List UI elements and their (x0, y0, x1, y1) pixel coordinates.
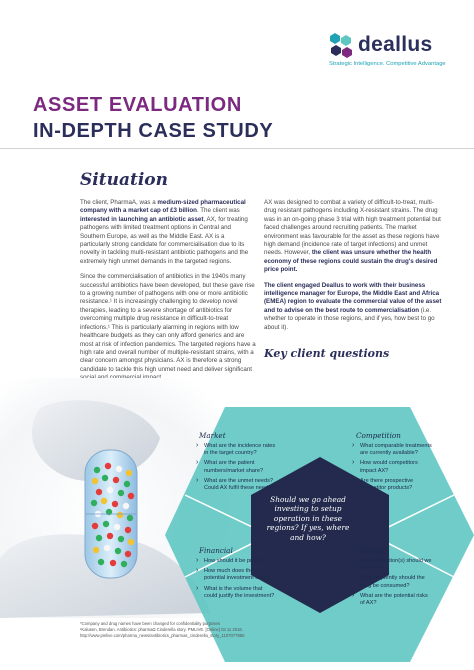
emphasis-text: the client was unsure whether the health… (264, 249, 438, 274)
financial-title: Financial (199, 546, 233, 555)
competition-title: Competition (356, 431, 401, 440)
list-item: What comparable treatments are currently… (352, 442, 432, 457)
footnote-link: http://www.pmlive.com/pharma_news/antibi… (80, 632, 245, 638)
list-item: Are there prospective competitor product… (352, 477, 432, 492)
list-item: How frequently should the drug be consum… (352, 574, 432, 589)
list-item: What are the potential risks of AX? (352, 592, 432, 607)
key-questions-heading: Key client questions (264, 347, 390, 360)
list-item: How much does the potential investment c… (196, 567, 276, 582)
central-question: Should we go ahead investing to setup op… (266, 495, 350, 542)
competition-questions: What comparable treatments are currently… (352, 442, 432, 495)
product-title: Product (356, 546, 385, 555)
market-questions: What are the incidence rates in the targ… (196, 442, 276, 495)
list-item: How would competitors impact AX? (352, 459, 432, 474)
title-line-1: ASSET EVALUATION (33, 94, 242, 116)
list-item: How should it be priced? (196, 557, 276, 565)
situation-paragraph-1: The client, PharmaA, was a medium-sized … (80, 199, 256, 266)
emphasis-text: interested in launching an antibiotic as… (80, 215, 204, 223)
emphasis-text: medium-sized pharmaceutical company with… (80, 199, 246, 215)
hexagon-cluster-icon (330, 33, 352, 58)
footnote: *Company and drug names have been change… (80, 621, 270, 638)
list-item: What are the incidence rates in the targ… (196, 442, 276, 457)
footnote-line: *Company and drug names have been change… (80, 621, 220, 626)
list-item: What is the volume that could justify th… (196, 585, 276, 600)
page-title: ASSET EVALUATION IN-DEPTH CASE STUDY (33, 92, 273, 144)
emphasis-text: The client engaged Deallus to work with … (264, 281, 442, 314)
situation-heading: Situation (80, 170, 168, 190)
market-title: Market (199, 431, 226, 440)
situation-paragraph-2: Since the commercialisation of antibioti… (80, 273, 256, 382)
list-item: What are the patient numbers/market shar… (196, 459, 276, 474)
footnote-line: ¹Kalusen, Brendan. Antibiotics: pharmaΩ … (80, 626, 243, 632)
text-run: AX was designed to combat a variety of d… (264, 199, 441, 257)
brand-name: deallus (358, 33, 433, 56)
title-line-2: IN-DEPTH CASE STUDY (33, 120, 274, 142)
divider (0, 148, 474, 149)
product-questions: What indication(s) should we target? How… (352, 557, 432, 610)
situation-left-column: The client, PharmaA, was a medium-sized … (80, 199, 256, 390)
list-item: What are the unmet needs? Could AX fulfi… (196, 477, 276, 492)
text-run: The client, PharmaA, was a (80, 199, 158, 206)
situation-paragraph-3: AX was designed to combat a variety of d… (264, 199, 442, 275)
text-run: . The client was (196, 207, 240, 215)
deallus-logo: deallus Strategic Intelligence. Competit… (328, 32, 468, 70)
financial-questions: How should it be priced? How much does t… (196, 557, 276, 603)
list-item: What indication(s) should we target? (352, 557, 432, 572)
situation-paragraph-4: The client engaged Deallus to work with … (264, 282, 442, 332)
text-run: (i.e. whether to operate in those region… (264, 306, 435, 331)
text-run: , AX, for treating pathogens with limite… (80, 215, 249, 265)
situation-right-column: AX was designed to combat a variety of d… (264, 199, 442, 339)
brand-tagline: Strategic Intelligence. Competitive Adva… (329, 61, 446, 67)
